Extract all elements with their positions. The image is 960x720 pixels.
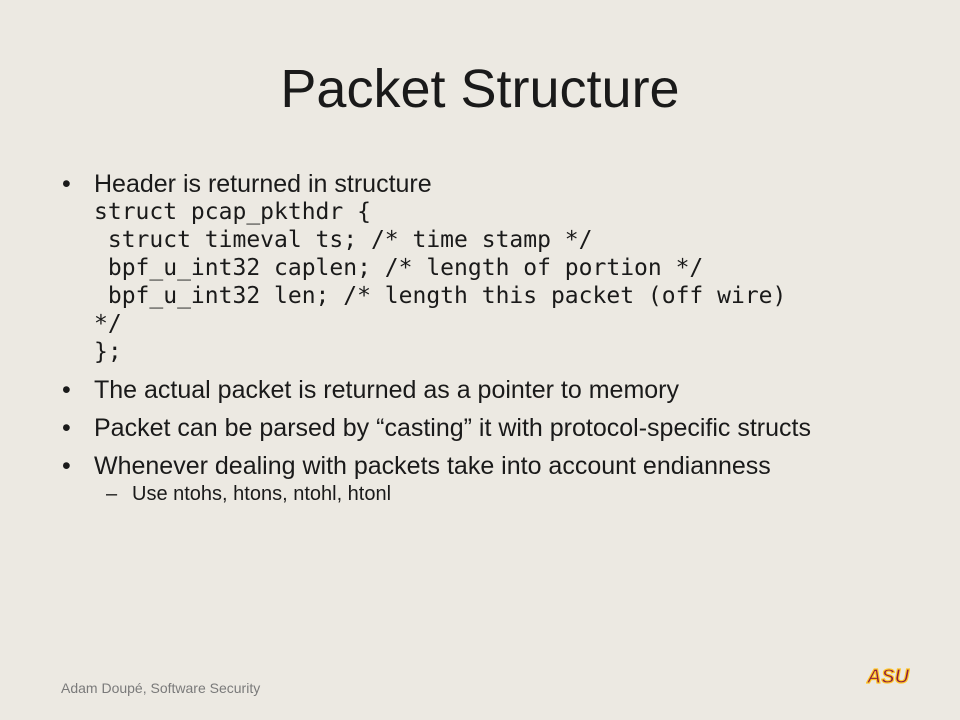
svg-text:ASU: ASU — [866, 666, 910, 687]
asu-logo: ASU — [866, 665, 910, 687]
bullet-dot: • — [62, 452, 71, 480]
bullet-dot: • — [62, 170, 71, 198]
bullet-dot: • — [62, 414, 71, 442]
bullet-text: The actual packet is returned as a point… — [94, 376, 680, 404]
bullet-text: Whenever dealing with packets take into … — [94, 452, 771, 480]
bullet-text: Header is returned in structure — [94, 170, 432, 198]
footer-author: Adam Doupé, Software Security — [61, 680, 261, 696]
slide-title: Packet Structure — [280, 59, 680, 119]
bullet-header-structure: • Header is returned in structure struct… — [62, 170, 922, 366]
sub-bullet-text: Use ntohs, htons, ntohl, htonl — [132, 483, 392, 505]
sub-bullet-dash: – — [106, 483, 118, 505]
bullet-dot: • — [62, 376, 71, 404]
bullet-casting: • Packet can be parsed by “casting” it w… — [62, 414, 922, 442]
bullet-endianness: • Whenever dealing with packets take int… — [62, 452, 922, 480]
bullet-text: Packet can be parsed by “casting” it wit… — [94, 414, 811, 442]
sub-bullet-byte-order-functions: – Use ntohs, htons, ntohl, htonl — [62, 482, 922, 506]
code-block-pcap-pkthdr: struct pcap_pkthdr { struct timeval ts; … — [94, 199, 787, 365]
bullet-packet-pointer: • The actual packet is returned as a poi… — [62, 376, 922, 404]
slide-content: • Header is returned in structure struct… — [62, 170, 922, 506]
